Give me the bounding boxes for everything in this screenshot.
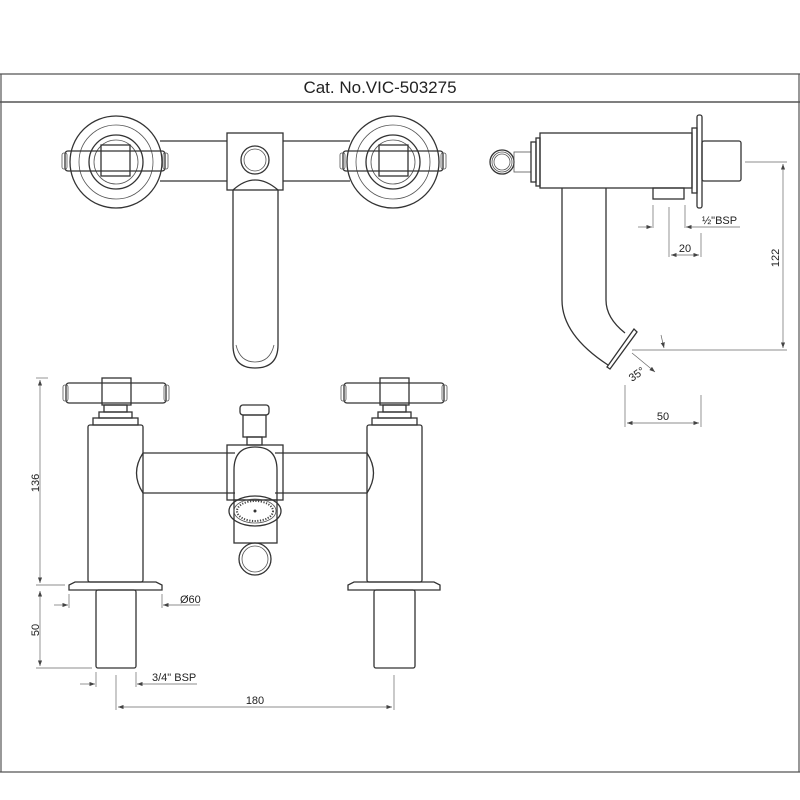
wall-flange xyxy=(696,114,703,209)
dim-offset-50: 50 xyxy=(657,411,669,423)
right-pillar xyxy=(340,377,448,669)
right-rosette xyxy=(346,115,440,209)
dim-body-height-136: 136 xyxy=(30,474,42,492)
side-view xyxy=(489,114,742,370)
front-centre-block xyxy=(226,444,284,501)
side-spout xyxy=(561,188,626,366)
dim-height-122: 122 xyxy=(770,249,782,267)
base-diameter-label: Ø60 xyxy=(180,594,201,606)
shank-thread-label: 3/4" BSP xyxy=(152,672,196,684)
shower-outlet xyxy=(228,495,282,527)
top-left-handle xyxy=(61,144,169,177)
front-crossbar xyxy=(143,452,367,494)
sheet-frame xyxy=(0,73,800,773)
dim-angle-35: 35° xyxy=(627,365,648,384)
dim-centres-180: 180 xyxy=(246,695,264,707)
front-view-dimensions: 136 50 Ø60 3/4" BSP 180 xyxy=(30,377,395,710)
dim-shank-50: 50 xyxy=(30,624,42,636)
top-centre-block xyxy=(226,132,284,191)
left-rosette xyxy=(69,115,163,209)
front-view xyxy=(62,377,448,669)
hose-ring xyxy=(238,542,272,576)
left-pillar xyxy=(62,377,170,669)
diverter xyxy=(239,404,270,446)
inlet-thread-label: ½"BSP xyxy=(702,215,737,227)
top-spout xyxy=(232,179,279,369)
side-view-dimensions: 122 35° 50 ½"BSP 20 xyxy=(624,161,787,427)
dim-inlet-20: 20 xyxy=(679,243,691,255)
top-right-handle xyxy=(339,144,447,177)
catalog-number: Cat. No.VIC-503275 xyxy=(303,78,456,97)
top-crossbar xyxy=(160,140,350,182)
side-body xyxy=(539,132,693,189)
top-view xyxy=(61,115,447,369)
